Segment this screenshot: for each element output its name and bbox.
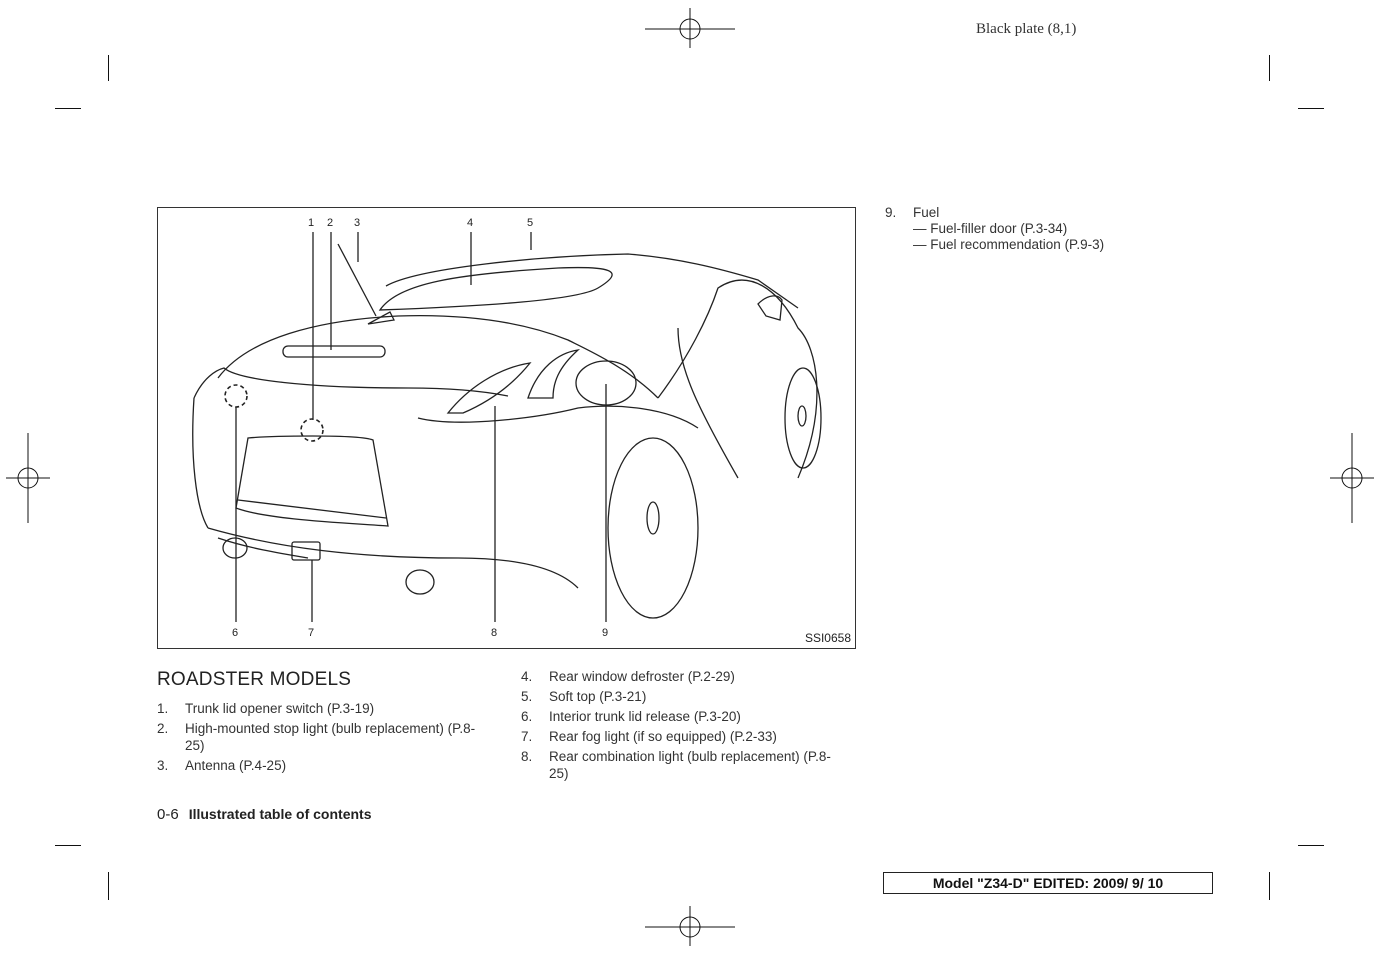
list-item: 5. Soft top (P.3-21): [521, 688, 841, 705]
registration-target-right: [1330, 433, 1374, 523]
list-item: 7. Rear fog light (if so equipped) (P.2-3…: [521, 728, 841, 745]
item-text: Interior trunk lid release (P.3-20): [549, 709, 741, 724]
item-text: Rear combination light (bulb replacement…: [549, 749, 831, 781]
item-number: 2.: [157, 721, 169, 736]
fuel-sub-item: — Fuel-filler door (P.3-34): [913, 221, 1068, 236]
list-item: 3. Antenna (P.4-25): [157, 757, 477, 774]
callout-5: 5: [527, 217, 534, 229]
item-number: 8.: [521, 749, 533, 764]
callout-6: 6: [232, 627, 239, 639]
item-text: Trunk lid opener switch (P.3-19): [185, 701, 375, 716]
callout-2: 2: [327, 217, 334, 229]
item-number: 3.: [157, 758, 169, 773]
list-item: 8. Rear combination light (bulb replaceme…: [521, 748, 841, 782]
item-number: 4.: [521, 669, 533, 684]
figure-id: SSI0658: [804, 631, 851, 645]
item-text: High-mounted stop light (bulb replacemen…: [185, 721, 476, 753]
callout-8: 8: [491, 627, 498, 639]
item-number: 5.: [521, 689, 533, 704]
callout-9: 9: [602, 627, 609, 639]
item-text: Rear fog light (if so equipped) (P.2-33): [549, 729, 777, 744]
model-edited-box: Model "Z34-D" EDITED: 2009/ 9/ 10: [883, 872, 1213, 894]
item-number: 7.: [521, 729, 533, 744]
page-number: 0-6: [157, 806, 179, 823]
fuel-entry: 9. Fuel — Fuel-filler door (P.3-34) — Fue…: [885, 205, 1104, 253]
fuel-sub-item: — Fuel recommendation (P.9-3): [913, 237, 1105, 252]
parts-list-left: 1. Trunk lid opener switch (P.3-19) 2. Hig…: [157, 700, 477, 777]
registration-target-left: [6, 433, 50, 523]
car-drawing: [192, 232, 822, 622]
item-number: 9.: [885, 205, 897, 220]
registration-target-top: [645, 8, 735, 48]
callout-1: 1: [308, 217, 315, 229]
plate-label: Black plate (8,1): [976, 21, 1077, 37]
page-footer: 0-6 Illustrated table of contents: [157, 806, 372, 823]
list-item: 6. Interior trunk lid release (P.3-20): [521, 708, 841, 725]
registration-target-bottom: [645, 906, 735, 946]
callout-4: 4: [467, 217, 474, 229]
parts-list-middle: 4. Rear window defroster (P.2-29) 5. Soft …: [521, 668, 841, 785]
list-item: 2. High-mounted stop light (bulb replacem…: [157, 720, 477, 754]
item-number: 6.: [521, 709, 533, 724]
item-number: 1.: [157, 701, 169, 716]
page-title: Illustrated table of contents: [188, 806, 372, 822]
section-title: ROADSTER MODELS: [157, 669, 352, 690]
list-item: 1. Trunk lid opener switch (P.3-19): [157, 700, 477, 717]
item-text: Soft top (P.3-21): [549, 689, 647, 704]
car-rear-illustration: 1 2 3 4 5 6 7 8 9 SSI0658: [157, 207, 856, 649]
list-item: 4. Rear window defroster (P.2-29): [521, 668, 841, 685]
item-text: Rear window defroster (P.2-29): [549, 669, 735, 684]
item-text: Antenna (P.4-25): [185, 758, 287, 773]
callout-7: 7: [308, 627, 315, 639]
callout-3: 3: [354, 217, 361, 229]
item-text: Fuel: [913, 205, 940, 220]
